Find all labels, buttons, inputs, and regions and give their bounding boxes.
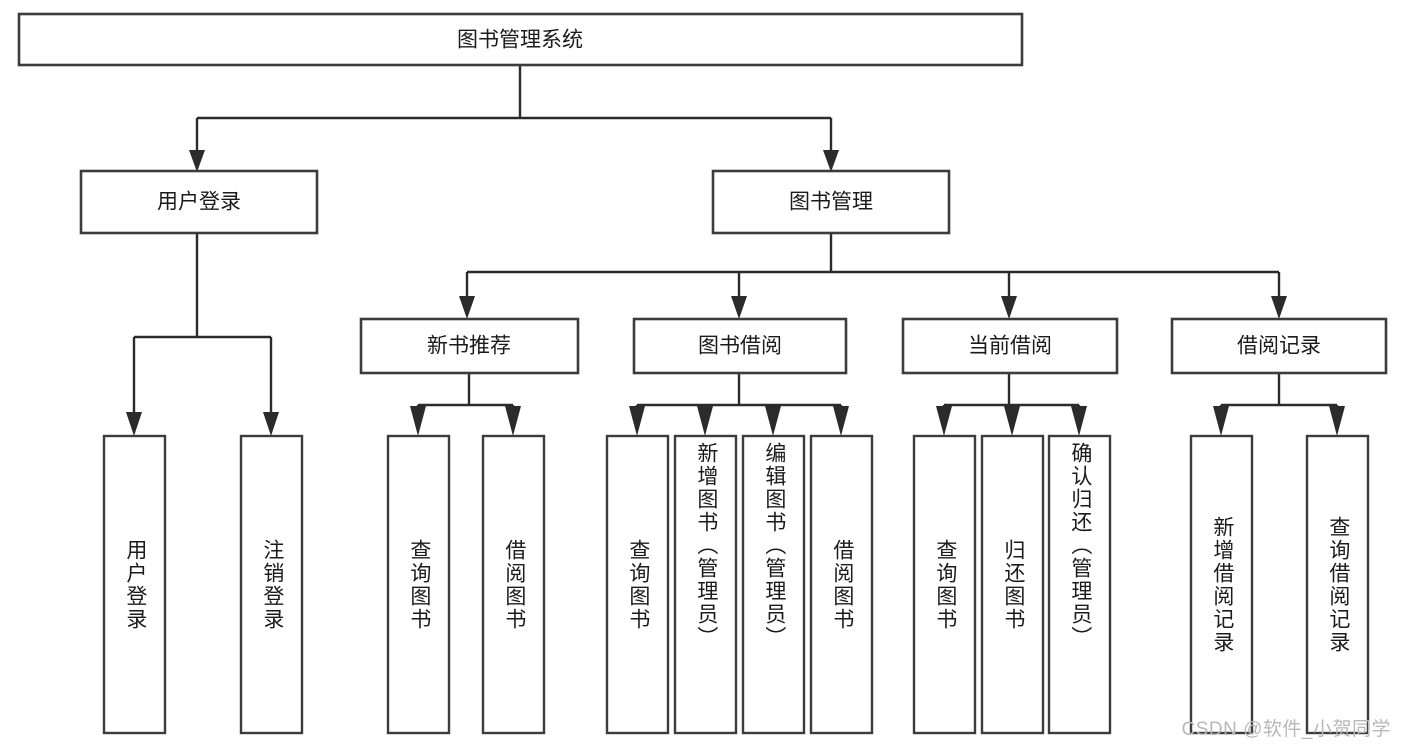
leaf-box-record-add[interactable] [1189, 434, 1254, 735]
node-new-book-recommend-label: 新书推荐 [427, 335, 511, 358]
node-current-borrow-label: 当前借阅 [968, 335, 1052, 358]
node-book-management-label: 图书管理 [789, 191, 873, 214]
arrow-to-record [1271, 296, 1287, 319]
leaf-box-newbook-query[interactable] [386, 434, 451, 735]
arrow-newbook-query [410, 406, 426, 436]
leaf-box-current-return[interactable] [980, 434, 1045, 735]
node-book-borrow[interactable]: 图书借阅 [632, 317, 848, 375]
arrow-to-current [1001, 296, 1017, 319]
watermark-text: CSDN @软件_小贺同学 [1181, 719, 1391, 740]
leaf-box-newbook-borrow[interactable] [481, 434, 546, 735]
node-book-management-box[interactable] [711, 169, 951, 235]
arrow-current-query [936, 406, 952, 436]
arrow-record-query [1329, 406, 1345, 436]
leaf-box-borrow-add[interactable] [673, 434, 738, 735]
leaf-box-user-login[interactable] [102, 434, 167, 735]
node-book-management[interactable]: 图书管理 [711, 169, 951, 235]
node-user-login-label: 用户登录 [157, 191, 241, 214]
arrow-borrow-add [697, 406, 713, 436]
arrow-to-leaf-logout [263, 412, 279, 436]
node-new-book-recommend[interactable]: 新书推荐 [359, 317, 580, 375]
leaf-box-current-confirm[interactable] [1047, 434, 1112, 735]
arrow-root-to-user-login [189, 150, 205, 172]
node-root-box[interactable] [17, 12, 1024, 67]
arrow-to-borrow [731, 296, 747, 319]
node-book-borrow-box[interactable] [632, 317, 848, 375]
node-root[interactable]: 图书管理系统 [17, 12, 1024, 67]
edge-layer [126, 66, 1345, 436]
node-current-borrow[interactable]: 当前借阅 [901, 317, 1119, 375]
arrow-borrow-lend [833, 406, 849, 436]
leaf-box-record-query[interactable] [1305, 434, 1370, 735]
arrow-record-add [1213, 406, 1229, 436]
node-current-borrow-box[interactable] [901, 317, 1119, 375]
node-borrow-record-label: 借阅记录 [1237, 335, 1321, 358]
leaf-box-current-query[interactable] [912, 434, 977, 735]
node-borrow-record[interactable]: 借阅记录 [1170, 317, 1388, 375]
arrow-to-new-book [459, 296, 475, 319]
leaf-box-borrow-lend[interactable] [809, 434, 874, 735]
arrow-current-confirm [1071, 406, 1087, 436]
node-borrow-record-box[interactable] [1170, 317, 1388, 375]
arrow-borrow-edit [765, 406, 781, 436]
leaf-box-borrow-edit[interactable] [741, 434, 806, 735]
arrow-current-return [1004, 406, 1020, 436]
node-user-login[interactable]: 用户登录 [79, 169, 319, 235]
arrow-newbook-borrow [505, 406, 521, 436]
leaf-box-logout[interactable] [239, 434, 304, 735]
leaf-box-borrow-query[interactable] [605, 434, 670, 735]
node-user-login-box[interactable] [79, 169, 319, 235]
arrow-root-to-book-mgmt [823, 150, 839, 172]
arrow-to-leaf-user-login [126, 412, 142, 436]
arrow-borrow-query [629, 406, 645, 436]
node-book-borrow-label: 图书借阅 [698, 335, 782, 358]
node-new-book-recommend-box[interactable] [359, 317, 580, 375]
node-root-label: 图书管理系统 [457, 29, 583, 52]
